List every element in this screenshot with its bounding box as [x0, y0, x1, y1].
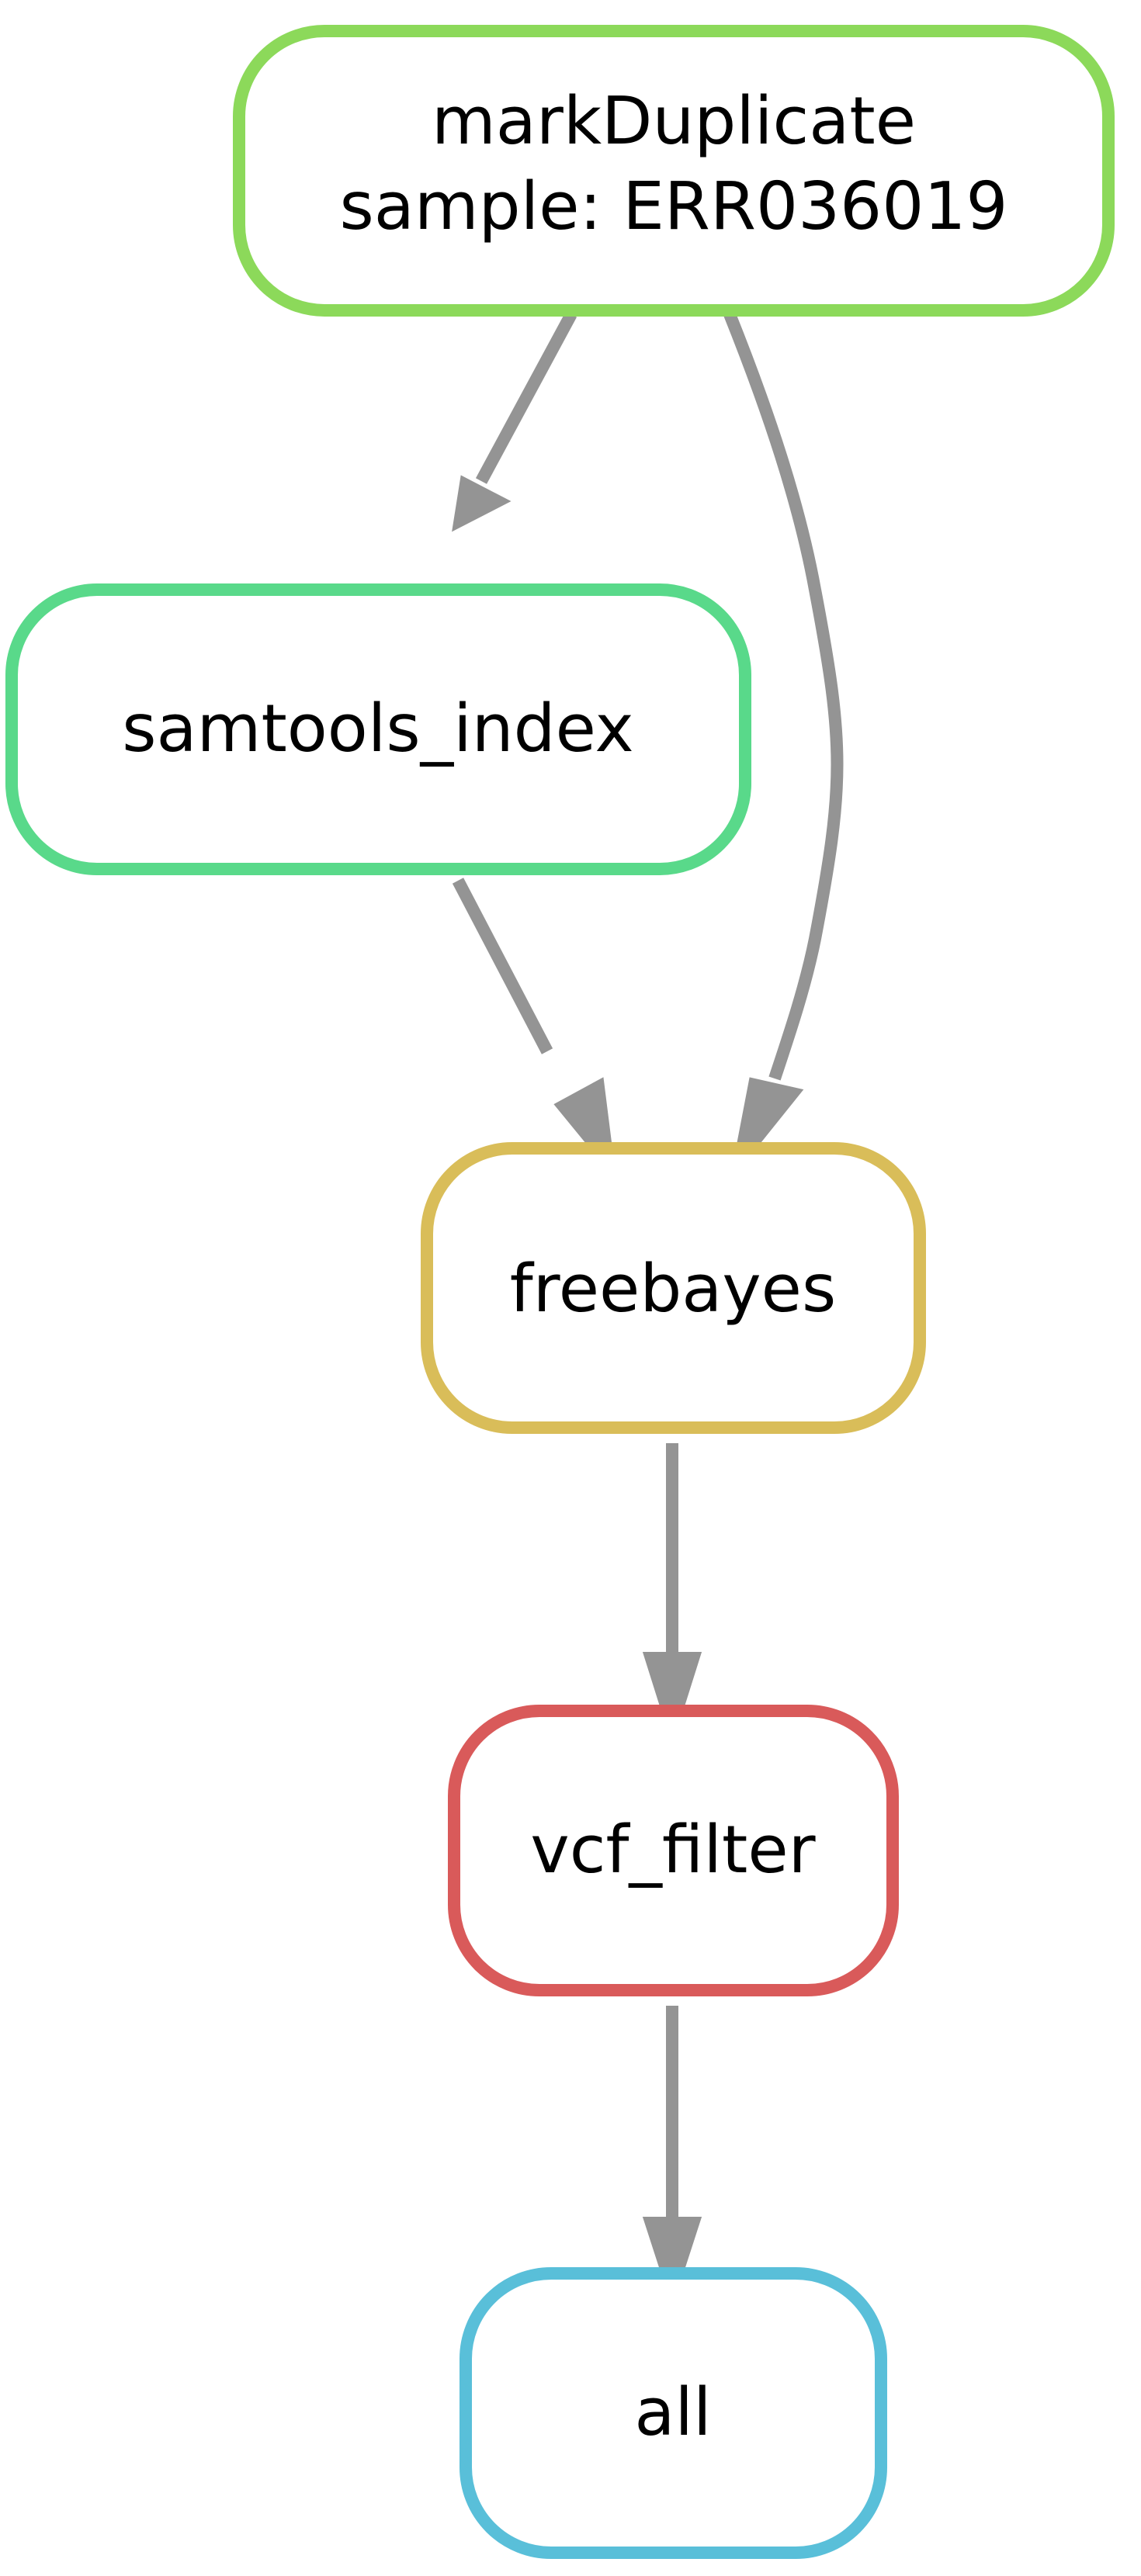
edge-vcf-filter-to-all — [642, 2006, 702, 2308]
edge-samtools-index-to-freebayes — [452, 878, 617, 1181]
node-samtools-index[interactable]: samtools_index — [5, 583, 751, 875]
node-vcf-filter[interactable]: vcf_filter — [448, 1705, 899, 1996]
node-markduplicate[interactable]: markDuplicate sample: ERR036019 — [233, 25, 1115, 317]
node-freebayes-label: freebayes — [510, 1251, 837, 1328]
node-all-label: all — [634, 2374, 711, 2451]
node-all-box — [460, 2267, 887, 2559]
node-vcf-filter-label: vcf_filter — [530, 1812, 815, 1889]
node-freebayes[interactable]: freebayes — [421, 1142, 926, 1434]
node-markduplicate-label-line2: sample: ERR036019 — [340, 168, 1008, 245]
node-vcf-filter-box — [448, 1705, 899, 1996]
node-samtools-index-box — [5, 583, 751, 875]
node-samtools-index-label: samtools_index — [122, 691, 633, 767]
node-markduplicate-label-line1: markDuplicate — [432, 83, 916, 160]
node-markduplicate-box — [233, 25, 1115, 317]
edge-freebayes-to-vcf-filter — [642, 1443, 702, 1746]
node-freebayes-box — [421, 1142, 926, 1434]
node-all[interactable]: all — [460, 2267, 887, 2559]
edge-markduplicate-to-samtools-index — [452, 311, 577, 532]
